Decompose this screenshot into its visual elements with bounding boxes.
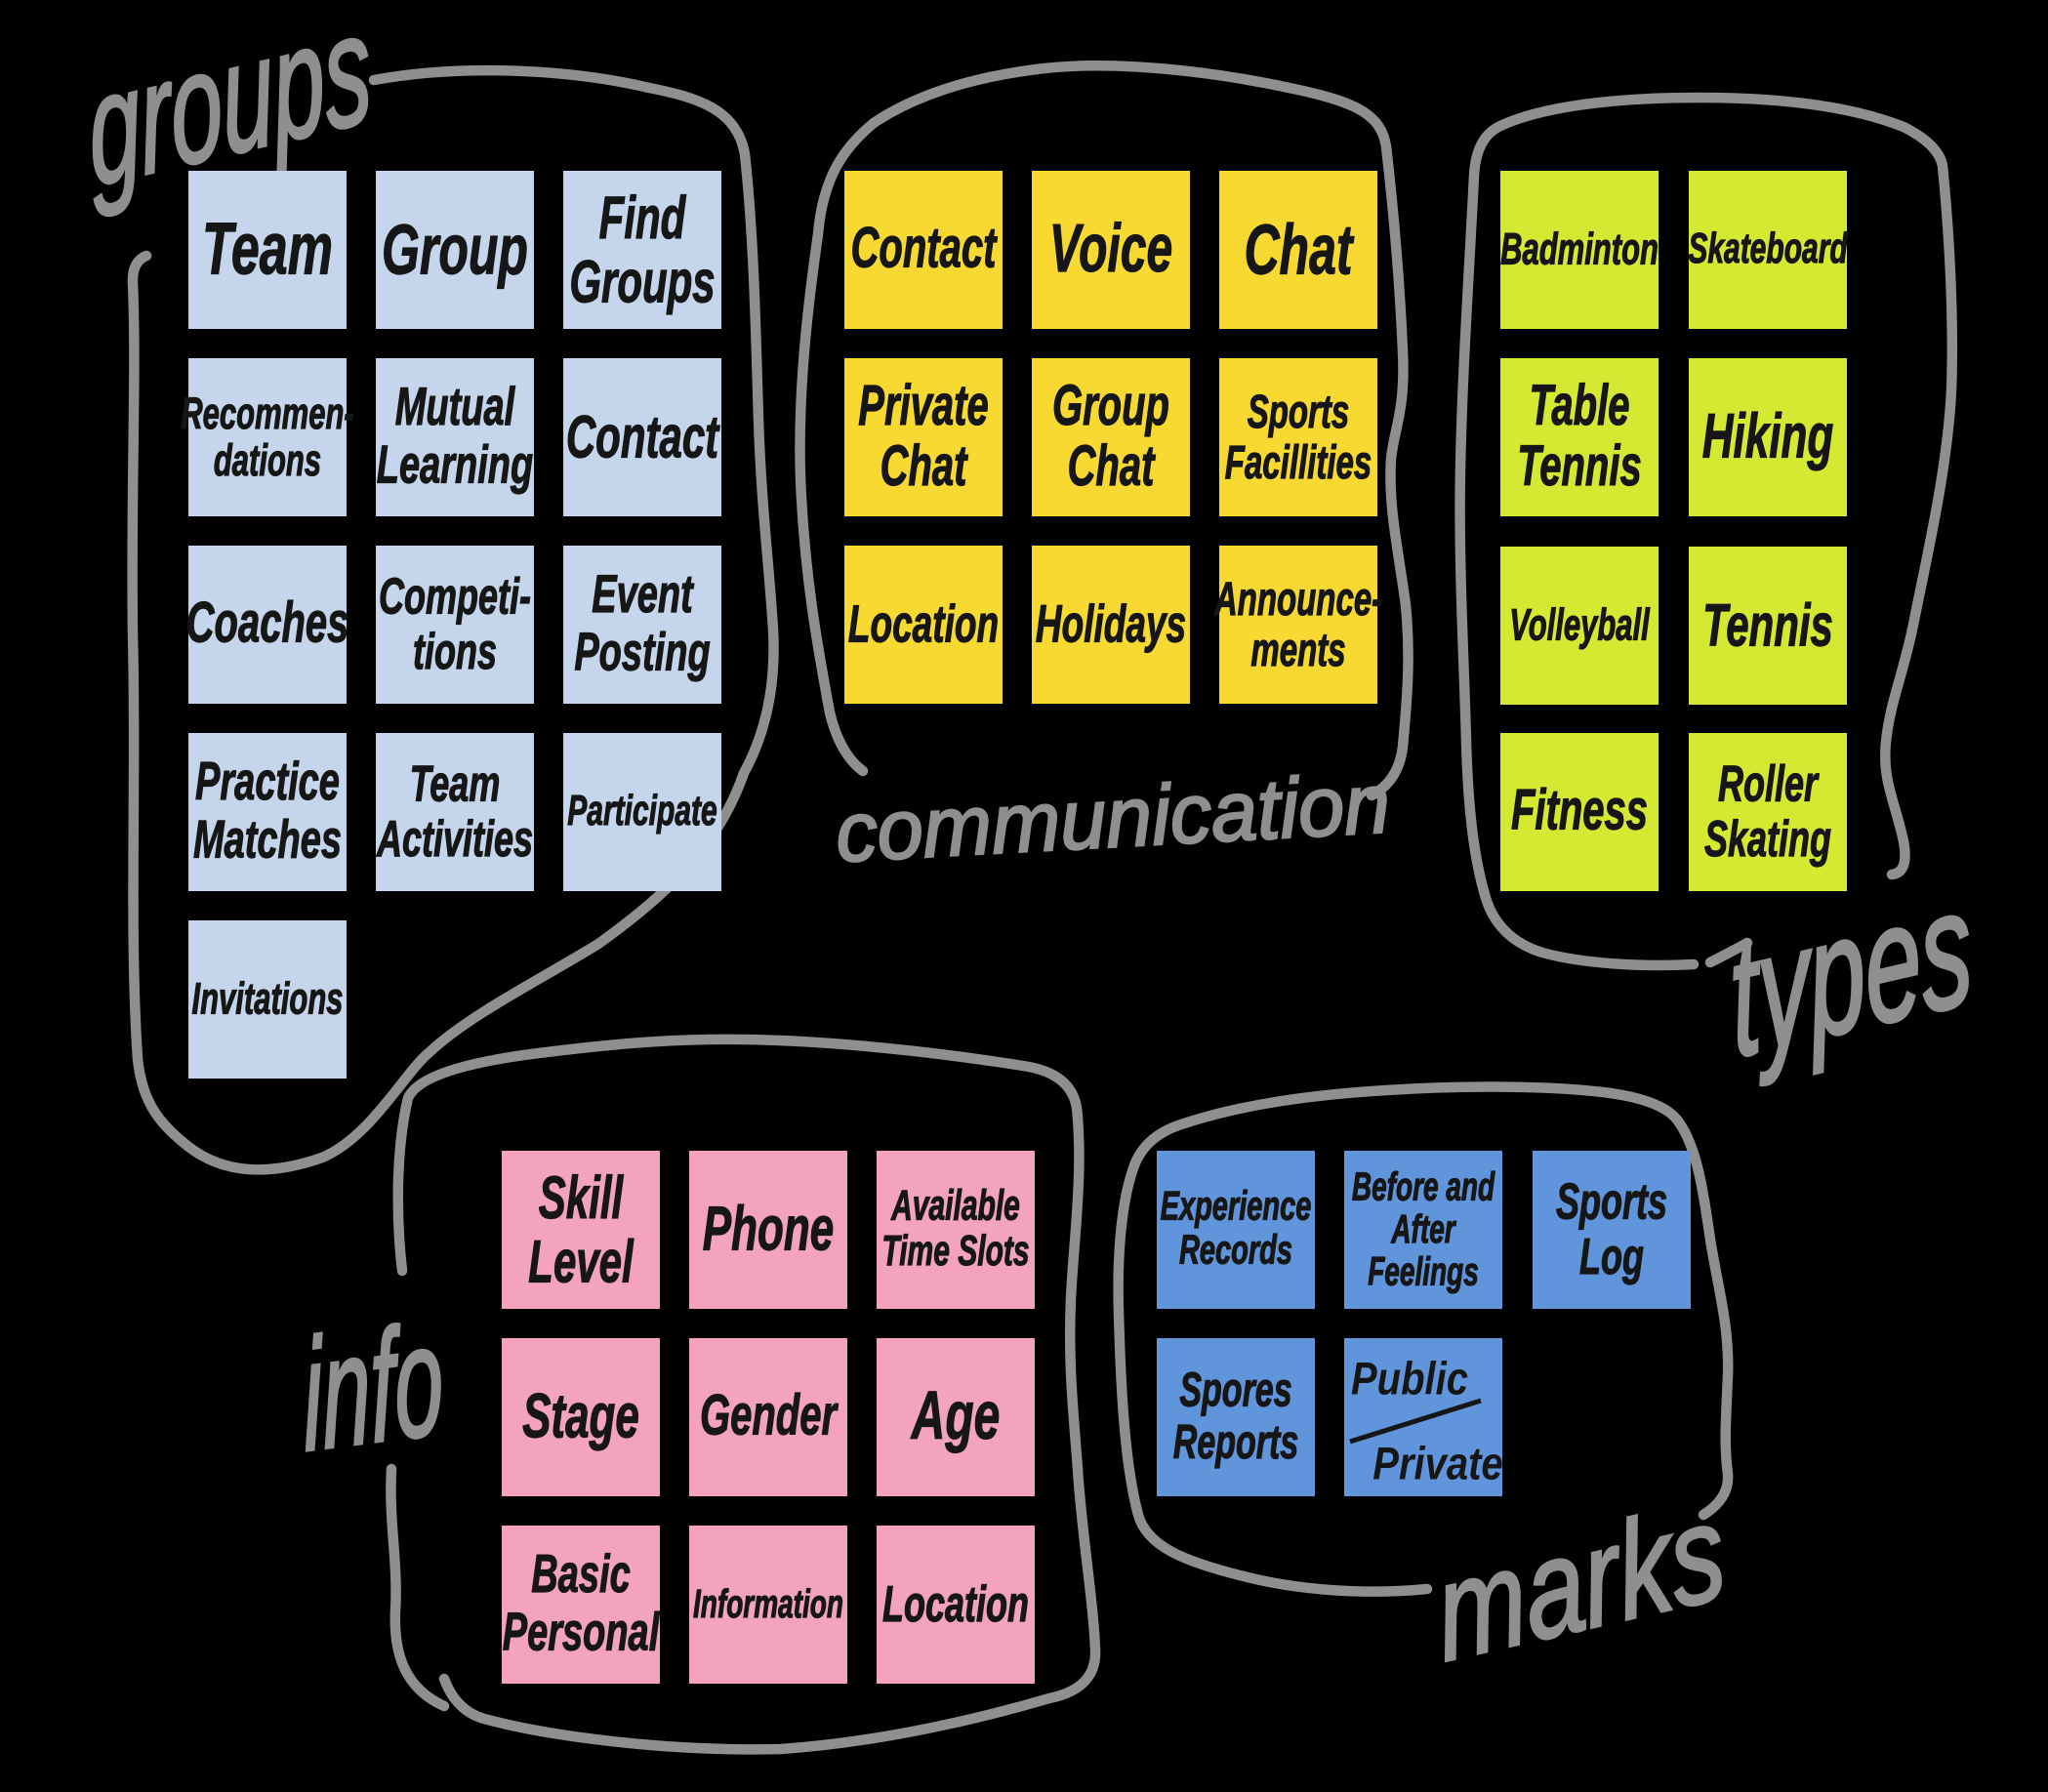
svg-text:Private: Private: [1372, 1438, 1502, 1489]
svg-text:Public: Public: [1351, 1354, 1468, 1405]
